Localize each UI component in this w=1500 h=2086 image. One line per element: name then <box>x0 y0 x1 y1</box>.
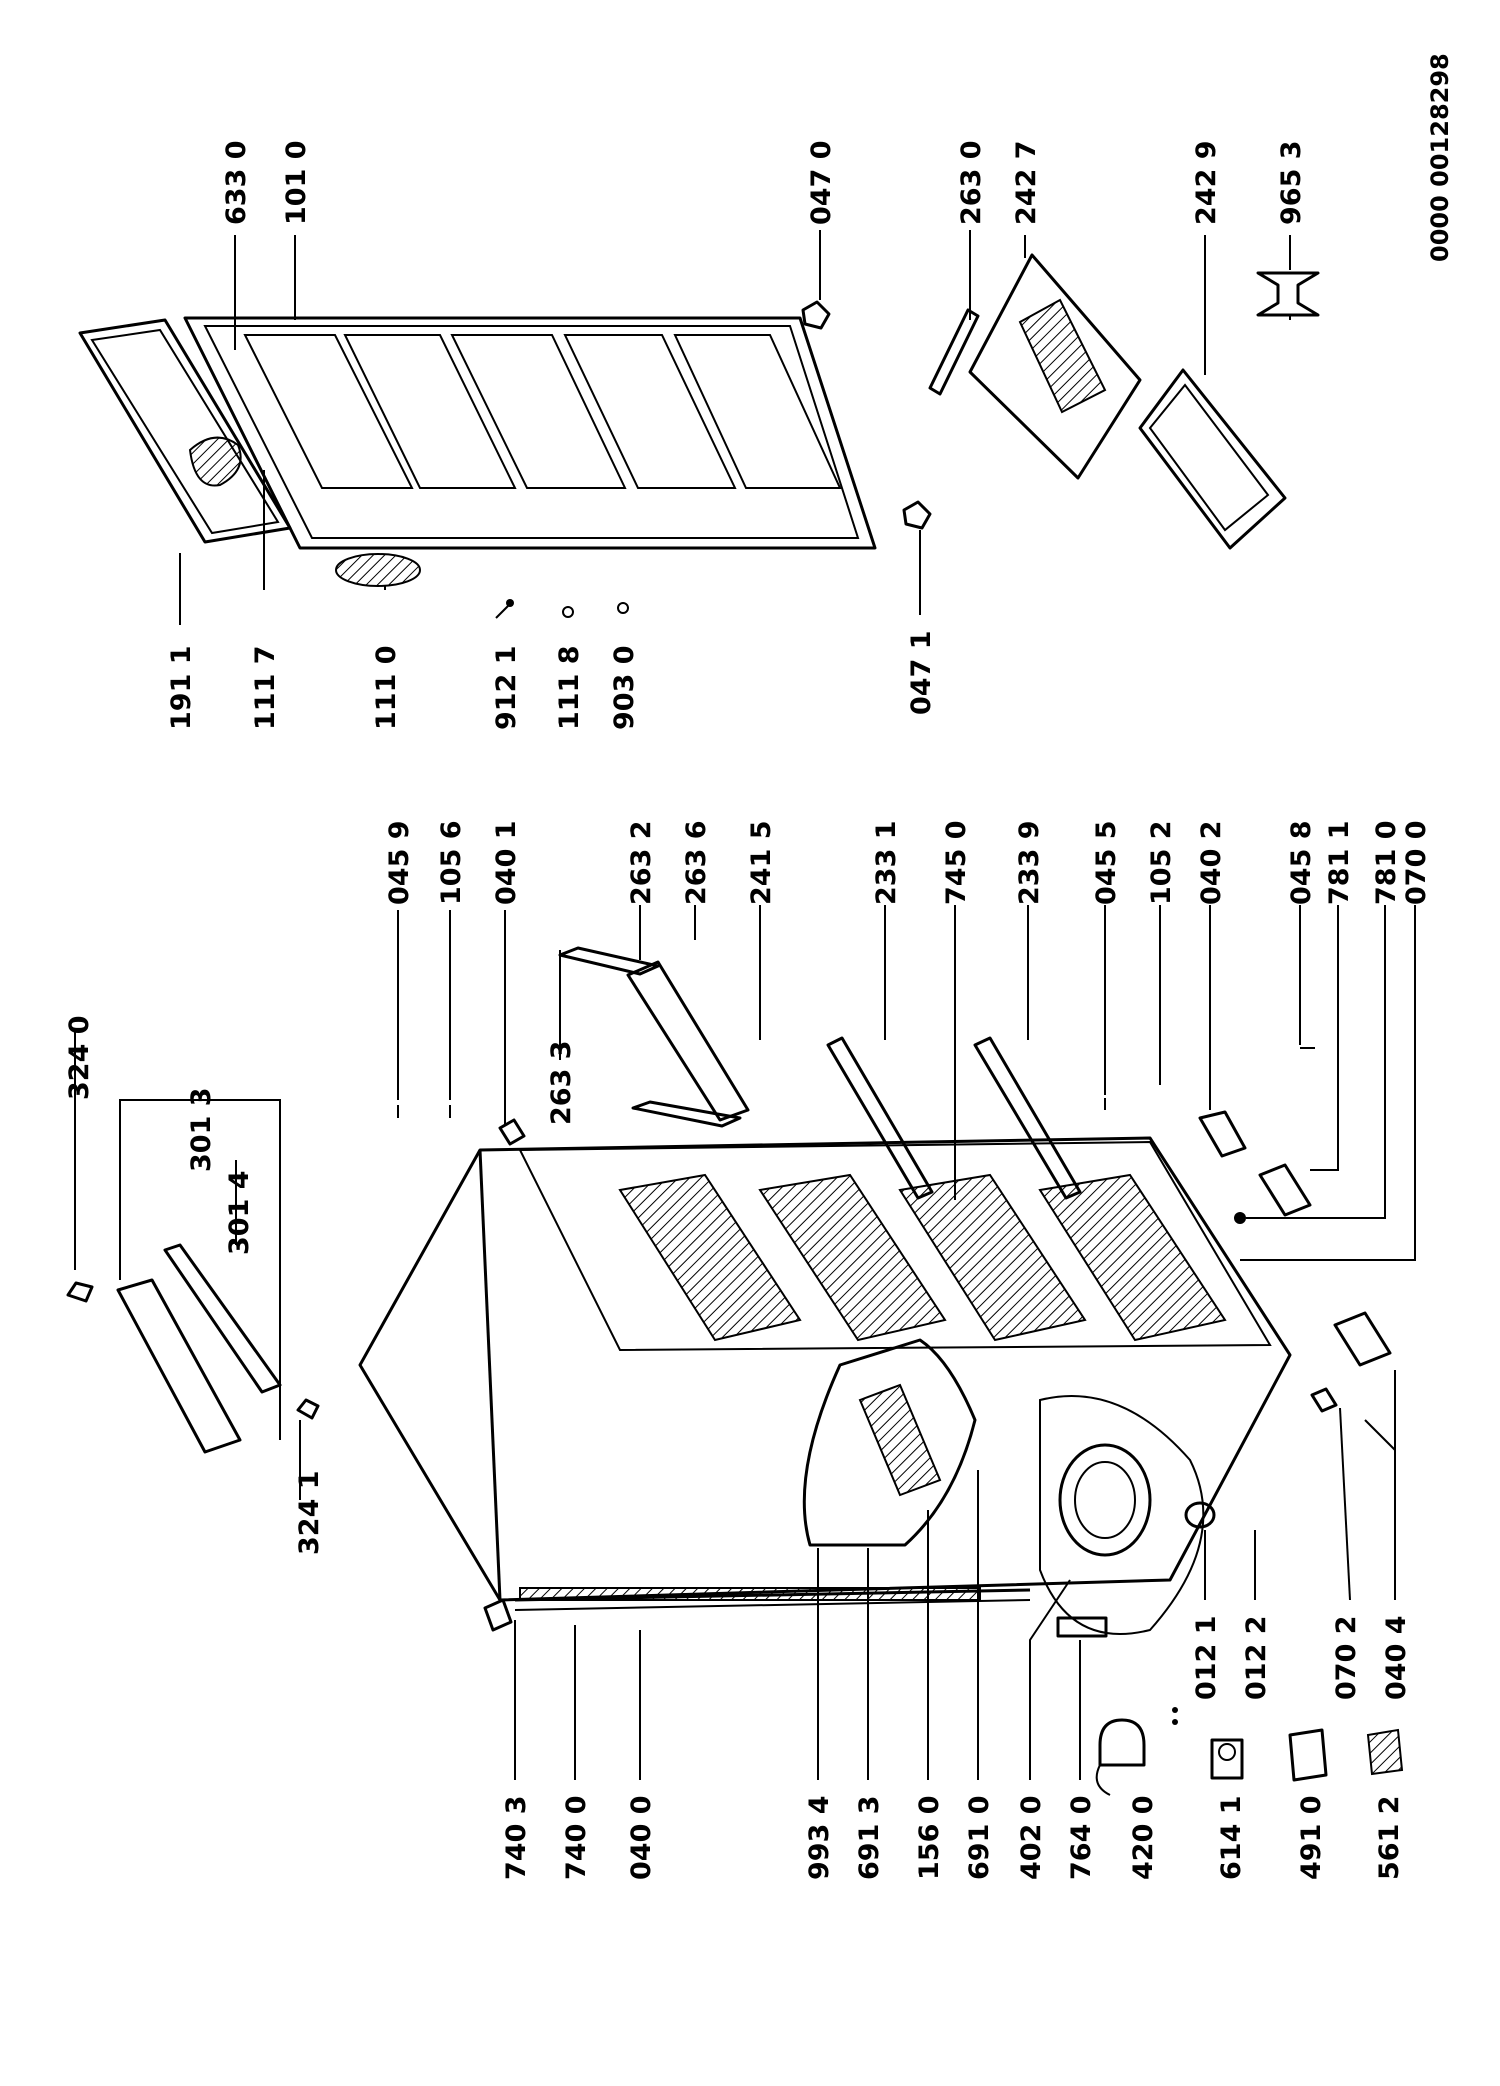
label-111-7: 111 7 <box>250 645 281 730</box>
label-040-1: 040 1 <box>491 820 522 905</box>
label-324-0: 324 0 <box>64 1015 95 1100</box>
drawer-bottom <box>1138 368 1287 550</box>
door-hinge-disc <box>335 553 421 587</box>
label-263-0: 263 0 <box>956 140 987 225</box>
cabinet <box>358 946 1392 1638</box>
door-handle-knob <box>188 436 242 487</box>
document-number: 0000 00128298 <box>1426 53 1454 262</box>
label-040-4: 040 4 <box>1381 1615 1412 1700</box>
label-301-4: 301 4 <box>224 1170 255 1255</box>
label-241-5: 241 5 <box>746 820 777 905</box>
label-491-0: 491 0 <box>1296 1795 1327 1880</box>
label-633-0: 633 0 <box>221 140 252 225</box>
electrical-parts <box>1095 1707 1404 1796</box>
label-740-3: 740 3 <box>501 1795 532 1880</box>
label-965-3: 965 3 <box>1276 140 1307 225</box>
label-993-4: 993 4 <box>804 1795 835 1880</box>
label-233-1: 233 1 <box>871 820 902 905</box>
start-relay <box>1210 1738 1244 1780</box>
label-156-0: 156 0 <box>914 1795 945 1880</box>
label-045-8: 045 8 <box>1286 820 1317 905</box>
leader-lines <box>74 230 1416 1780</box>
compressor-bay <box>1039 1395 1205 1635</box>
label-912-1: 912 1 <box>491 645 522 730</box>
foot-bracket <box>1333 1311 1392 1367</box>
label-263-6: 263 6 <box>681 820 712 905</box>
label-045-5: 045 5 <box>1091 820 1122 905</box>
door-panel <box>183 316 877 550</box>
label-691-0: 691 0 <box>964 1795 995 1880</box>
label-105-2: 105 2 <box>1146 820 1177 905</box>
adjustable-foot <box>1256 271 1320 317</box>
label-781-1: 781 1 <box>1324 820 1355 905</box>
door-hinge-bottom <box>902 500 932 530</box>
label-263-3: 263 3 <box>546 1040 577 1125</box>
label-242-9: 242 9 <box>1191 140 1222 225</box>
label-614-1: 614 1 <box>1216 1795 1247 1880</box>
label-012-1: 012 1 <box>1191 1615 1222 1700</box>
control-panel-strip <box>163 1243 282 1394</box>
label-561-2: 561 2 <box>1374 1795 1405 1880</box>
label-047-0: 047 0 <box>806 140 837 225</box>
label-324-1: 324 1 <box>294 1470 325 1555</box>
lamp-housing <box>1258 1163 1312 1217</box>
door-assembly <box>78 300 932 619</box>
part-labels: 324 0 301 3 301 4 324 1 045 9 105 6 040 … <box>64 140 1432 1880</box>
label-105-6: 105 6 <box>436 820 467 905</box>
label-111-8: 111 8 <box>554 645 585 730</box>
cover-clip-b <box>296 1398 320 1420</box>
label-903-0: 903 0 <box>609 645 640 730</box>
drawer-rail <box>928 308 980 396</box>
label-740-0: 740 0 <box>561 1795 592 1880</box>
label-111-0: 111 0 <box>371 645 402 730</box>
capacitor <box>1184 1501 1216 1529</box>
evaporator-shelves <box>618 1173 1227 1342</box>
label-101-0: 101 0 <box>281 140 312 225</box>
control-unit <box>802 1338 977 1547</box>
drawers <box>928 253 1320 550</box>
shelf-rail-left <box>826 1036 934 1200</box>
cabinet-interior <box>518 1140 1272 1352</box>
door-liner-compartments <box>243 334 842 489</box>
label-263-2: 263 2 <box>626 820 657 905</box>
label-045-9: 045 9 <box>384 820 415 905</box>
door-hinge-top <box>801 300 831 330</box>
label-070-2: 070 2 <box>1331 1615 1362 1700</box>
cover-part-small <box>1310 1387 1338 1413</box>
label-242-7: 242 7 <box>1011 140 1042 225</box>
control-module <box>1288 1728 1328 1782</box>
lamp-bulb <box>1234 1212 1246 1224</box>
label-191-1: 191 1 <box>166 645 197 730</box>
thermostat <box>1098 1718 1146 1767</box>
label-070-0: 070 0 <box>1401 820 1432 905</box>
flap-hinge-bottom <box>631 1100 742 1128</box>
terminal-connector <box>1366 1728 1404 1776</box>
cabinet-hinge-lower <box>483 1598 513 1632</box>
label-764-0: 764 0 <box>1066 1795 1097 1880</box>
label-040-0: 040 0 <box>626 1795 657 1880</box>
cover-clip-a <box>66 1281 94 1303</box>
label-040-2: 040 2 <box>1196 820 1227 905</box>
label-781-0: 781 0 <box>1371 820 1402 905</box>
label-420-0: 420 0 <box>1128 1795 1159 1880</box>
label-691-3: 691 3 <box>854 1795 885 1880</box>
filter-dryer <box>1056 1616 1108 1638</box>
compressor <box>1058 1443 1152 1557</box>
label-301-3: 301 3 <box>186 1087 217 1172</box>
drawer-top <box>968 253 1142 480</box>
inner-flap <box>626 960 750 1122</box>
control-panel-cover <box>116 1278 242 1454</box>
label-012-2: 012 2 <box>1241 1615 1272 1700</box>
label-047-1: 047 1 <box>906 630 937 715</box>
shelf-rail-right <box>973 1036 1082 1200</box>
flap-hinge-top <box>558 946 660 976</box>
label-745-0: 745 0 <box>941 820 972 905</box>
label-233-9: 233 9 <box>1014 820 1045 905</box>
lower-hinge-bracket <box>1198 1110 1247 1158</box>
cabinet-hinge-upper <box>498 1118 526 1146</box>
label-402-0: 402 0 <box>1016 1795 1047 1880</box>
